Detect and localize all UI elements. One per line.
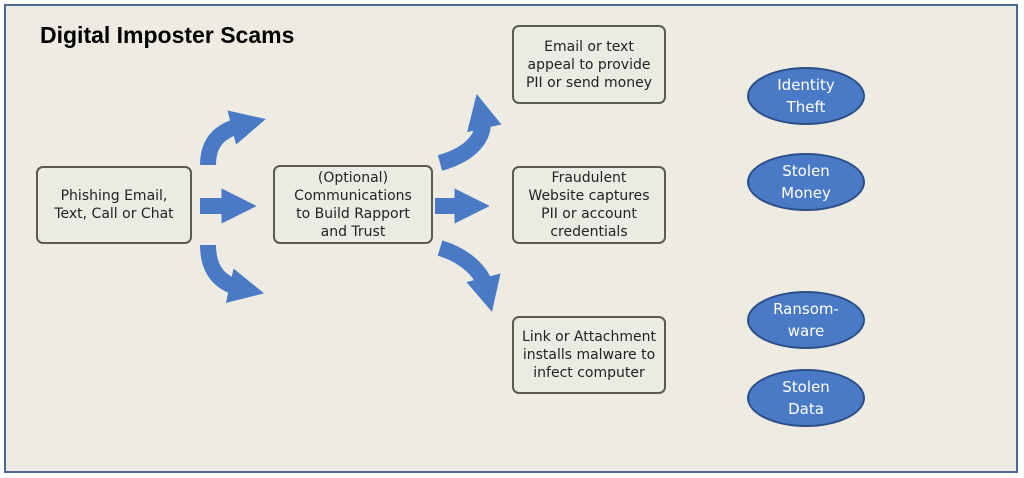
- outcome-stolen-data-label: Stolen Data: [782, 378, 830, 418]
- outcome-ransomware-label: Ransom- ware: [773, 300, 839, 340]
- malware-attachment-box: Link or Attachment installs malware to i…: [512, 316, 666, 394]
- arrow-middle-up: [437, 93, 502, 171]
- diagram-title: Digital Imposter Scams: [40, 22, 295, 48]
- outcome-stolen-data: Stolen Data: [747, 369, 865, 427]
- arrow-start-up: [200, 110, 266, 166]
- outcome-ransomware: Ransom- ware: [747, 291, 865, 349]
- outcome-stolen-money: Stolen Money: [747, 153, 865, 211]
- outcome-stolen-money-label: Stolen Money: [781, 162, 831, 202]
- fraudulent-website-box: Fraudulent Website captures PII or accou…: [512, 166, 666, 244]
- email-text-appeal-label: Email or text appeal to provide PII or s…: [525, 38, 652, 91]
- outcome-identity-theft-label: Identity Theft: [777, 76, 835, 116]
- email-text-appeal-box: Email or text appeal to provide PII or s…: [512, 25, 666, 104]
- outcome-identity-theft: Identity Theft: [747, 67, 865, 125]
- arrow-start-down: [200, 244, 265, 303]
- malware-attachment-label: Link or Attachment installs malware to i…: [522, 329, 656, 381]
- build-rapport-label: (Optional) Communications to Build Rappo…: [294, 169, 412, 240]
- phishing-contact-label: Phishing Email, Text, Call or Chat: [54, 188, 174, 222]
- phishing-contact-box: Phishing Email, Text, Call or Chat: [36, 166, 192, 244]
- build-rapport-box: (Optional) Communications to Build Rappo…: [273, 165, 433, 244]
- arrow-middle-down: [437, 240, 501, 312]
- fraudulent-website-label: Fraudulent Website captures PII or accou…: [528, 170, 650, 240]
